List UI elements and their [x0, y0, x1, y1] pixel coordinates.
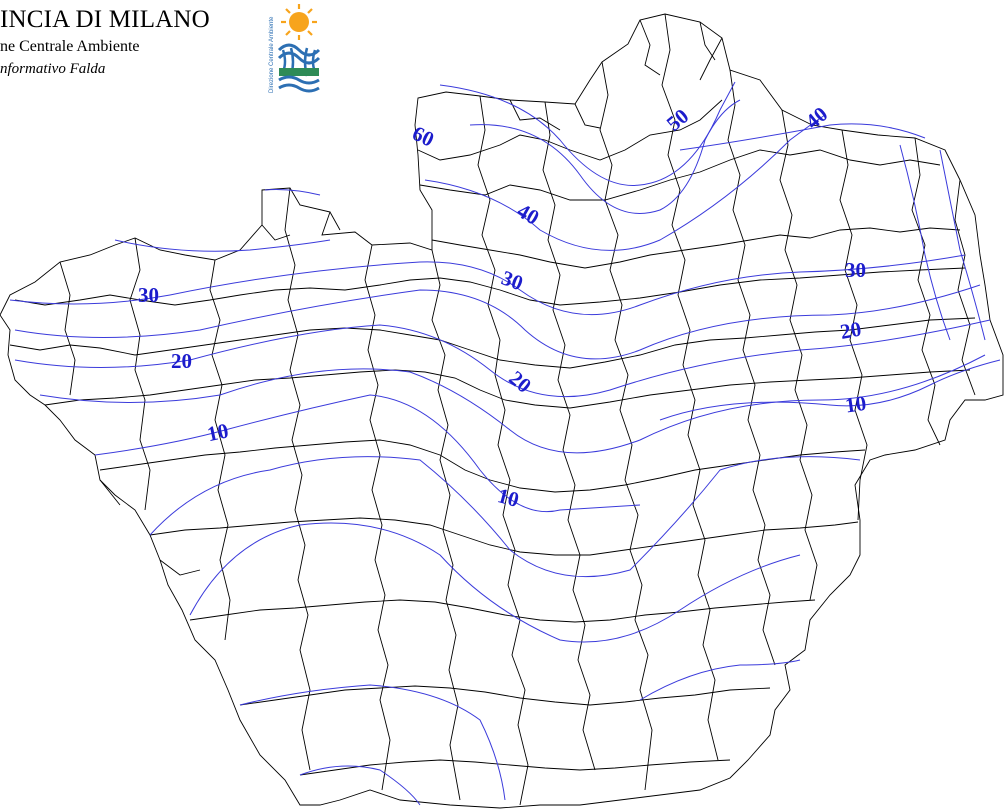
contour-label: 10 [844, 391, 868, 418]
contour-line-m5 [239, 684, 506, 801]
contour-line-north-east-2 [939, 149, 986, 341]
contour-line-60 [439, 81, 736, 186]
contour-label: 20 [838, 317, 863, 344]
page-header: INCIA DI MILANO ne Centrale Ambiente nfo… [0, 0, 300, 100]
contour-line-10-east [659, 359, 1001, 421]
contour-lines [9, 81, 1001, 806]
contour-label: 10 [205, 418, 231, 446]
contour-line-5 [149, 456, 861, 578]
contour-line-0 [189, 522, 801, 643]
contour-line-m5-east [639, 659, 801, 701]
contour-line-30 [9, 254, 966, 316]
contour-line-10 [94, 394, 641, 513]
contour-line-40b [679, 123, 926, 151]
municipal-boundaries [0, 13, 1004, 809]
contour-label: 60 [409, 121, 438, 152]
contour-label: 30 [138, 283, 159, 307]
contour-line-west [114, 239, 331, 252]
contour-line-20 [14, 319, 991, 398]
contour-line-north-east [899, 144, 951, 341]
contour-line-15 [39, 354, 986, 454]
province-outline [0, 13, 1004, 809]
header-system: nformativo Falda [0, 61, 106, 77]
contour-line-m10 [299, 765, 421, 806]
contour-line-50 [469, 99, 741, 214]
contour-line-northwest [264, 189, 321, 196]
header-title: INCIA DI MILANO [0, 6, 210, 33]
contour-label: 50 [662, 104, 694, 136]
header-department: ne Centrale Ambiente [0, 38, 140, 55]
contour-label: 40 [513, 198, 543, 229]
water-waves-icon [277, 43, 321, 93]
contour-line-40 [424, 114, 826, 251]
contour-label: 20 [171, 349, 192, 373]
contour-label: 30 [845, 258, 866, 282]
sun-water-logo-icon: Direzione Centrale Ambiente [269, 4, 321, 93]
logo-vertical-text: Direzione Centrale Ambiente [269, 16, 275, 93]
contour-line-25 [14, 284, 981, 360]
sun-icon [281, 4, 317, 40]
contour-label: 10 [495, 483, 521, 512]
contour-label: 20 [504, 366, 536, 398]
